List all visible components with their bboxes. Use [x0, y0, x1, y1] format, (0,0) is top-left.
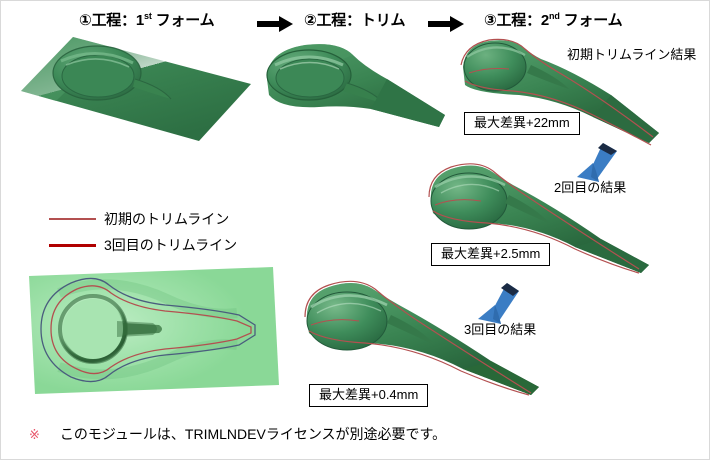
model-trimline-overlay — [25, 263, 291, 399]
step-header-1: ①工程：1st フォーム — [79, 9, 215, 30]
footnote-mark-icon: ※ — [29, 427, 40, 442]
iteration-2-deviation-box: 最大差異+2.5mm — [431, 243, 551, 267]
legend-swatch-final — [49, 243, 96, 247]
trimline-legend: 初期のトリムライン 3回目のトリムライン — [49, 206, 237, 258]
callout-arrow-2-icon — [478, 283, 519, 324]
iteration-1-deviation-box: 最大差異+22mm — [464, 112, 580, 136]
iteration-2-caption: 2回目の結果 — [554, 180, 627, 195]
iteration-1-caption: 初期トリムライン結果 — [567, 47, 697, 62]
step-header-2-text: ②工程：トリム — [304, 12, 406, 29]
step-header-1-text: ①工程：1 — [79, 12, 145, 29]
legend-item-final: 3回目のトリムライン — [49, 232, 237, 258]
footnote-text: このモジュールは、TRIMLNDEVライセンスが別途必要です。 — [59, 426, 447, 442]
step-header-3-suffix: フォーム — [559, 12, 623, 29]
step-header-3-text: ③工程：2 — [484, 12, 550, 29]
iteration-3-caption: 3回目の結果 — [464, 322, 537, 337]
legend-label-final: 3回目のトリムライン — [104, 237, 238, 253]
model-form-iter3 — [301, 277, 569, 396]
step-header-1-sup: st — [144, 11, 152, 21]
step-header-3: ③工程：2nd フォーム — [484, 9, 623, 30]
model-trimmed-part — [247, 35, 462, 135]
footnote: ※ このモジュールは、TRIMLNDEVライセンスが別途必要です。 — [29, 424, 446, 444]
step-header-3-sup: nd — [549, 11, 560, 21]
model-form-iter1 — [453, 37, 699, 149]
model-form-iter2 — [425, 161, 685, 274]
arrow-step1-step2-icon — [257, 16, 293, 32]
step-header-2: ②工程：トリム — [304, 9, 406, 30]
legend-label-initial: 初期のトリムライン — [104, 211, 230, 227]
callout-arrow-1-icon — [577, 143, 617, 182]
iteration-3-deviation-box: 最大差異+0.4mm — [309, 384, 429, 408]
legend-item-initial: 初期のトリムライン — [49, 206, 237, 232]
step-header-1-suffix: フォーム — [151, 12, 215, 29]
legend-swatch-initial — [49, 218, 96, 220]
arrow-step2-step3-icon — [428, 16, 464, 32]
model-flat-blank — [11, 29, 261, 144]
